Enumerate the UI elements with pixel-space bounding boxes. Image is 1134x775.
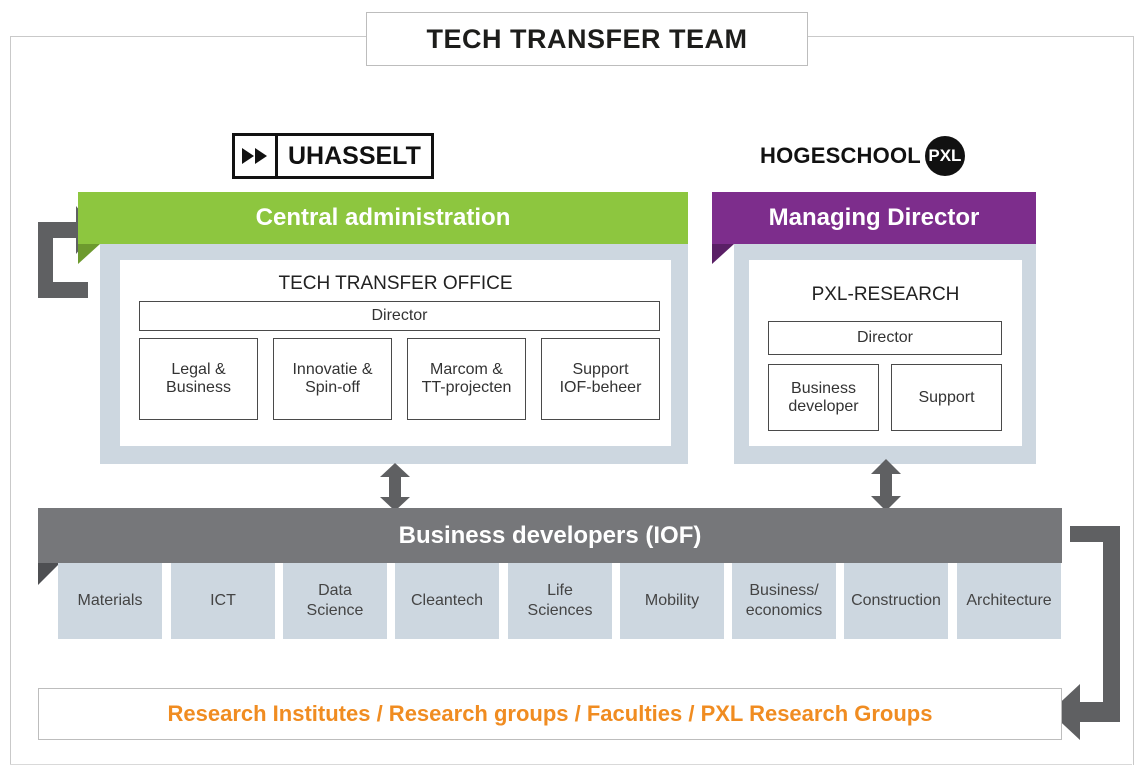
- uhasselt-logo: UHASSELT: [232, 133, 434, 179]
- unit-line-2: developer: [788, 397, 859, 415]
- diagram-title: TECH TRANSFER TEAM: [366, 12, 808, 66]
- unit-line-1: Legal &: [171, 361, 226, 378]
- domain-line-1: ICT: [210, 592, 236, 609]
- double-arrow-icon: [380, 463, 410, 511]
- domain-line-2: Science: [306, 602, 364, 619]
- domain-materials: Materials: [58, 563, 162, 639]
- pxl-research-title: PXL-RESEARCH: [811, 284, 960, 305]
- frame-bottom-line: [10, 764, 1132, 765]
- pxl-logo-text: HOGESCHOOL: [760, 143, 921, 168]
- business-developers-header: Business developers (IOF): [38, 508, 1062, 563]
- tto-unit-marcom: Marcom & TT-projecten: [407, 338, 526, 420]
- domain-line-1: Cleantech: [410, 592, 484, 609]
- fast-forward-icon: [235, 136, 278, 176]
- domain-line-1: Business/: [749, 582, 819, 599]
- unit-line-2: Business: [166, 379, 231, 396]
- central-administration-header: Central administration: [78, 192, 688, 244]
- domain-line-1: Materials: [77, 592, 143, 609]
- domain-architecture: Architecture: [957, 563, 1061, 639]
- unit-line-2: TT-projecten: [421, 379, 512, 396]
- unit-line-1: Innovatie &: [292, 361, 373, 378]
- domain-business-economics: Business/ economics: [732, 563, 836, 639]
- research-groups-bar: Research Institutes / Research groups / …: [38, 688, 1062, 740]
- tto-title: TECH TRANSFER OFFICE: [278, 273, 513, 294]
- domain-line-2: economics: [745, 602, 823, 619]
- tto-director-box: Director: [139, 301, 660, 331]
- pxl-unit-business-developer: Business developer: [768, 364, 879, 431]
- managing-director-header: Managing Director: [712, 192, 1036, 244]
- tto-unit-innovatie-spinoff: Innovatie & Spin-off: [273, 338, 392, 420]
- unit-line-1: Business: [791, 379, 856, 397]
- unit-line-2: IOF-beheer: [559, 379, 642, 396]
- domain-line-1: Mobility: [644, 592, 700, 609]
- pxl-unit-support: Support: [891, 364, 1002, 431]
- domain-line-1: Data: [318, 582, 352, 599]
- return-arrow-icon: [1050, 526, 1120, 740]
- grey-bar-fold: [38, 563, 60, 585]
- domain-line-1: Life: [547, 582, 573, 599]
- unit-line-2: Spin-off: [305, 379, 360, 396]
- domain-data-science: Data Science: [283, 563, 387, 639]
- pxl-logo-badge: PXL: [924, 136, 965, 176]
- domain-ict: ICT: [171, 563, 275, 639]
- tto-unit-legal-business: Legal & Business: [139, 338, 258, 420]
- domain-line-2: Sciences: [527, 602, 593, 619]
- domain-line-1: Architecture: [966, 592, 1052, 609]
- purple-bar-fold: [712, 244, 734, 264]
- domain-construction: Construction: [844, 563, 948, 639]
- double-arrow-icon: [871, 459, 901, 511]
- pxl-director-box: Director: [768, 321, 1002, 355]
- pxl-logo: HOGESCHOOL PXL: [760, 136, 965, 176]
- domain-life-sciences: Life Sciences: [508, 563, 612, 639]
- green-bar-fold: [78, 244, 100, 264]
- unit-line-1: Marcom &: [430, 361, 503, 378]
- domain-cleantech: Cleantech: [395, 563, 499, 639]
- domain-line-1: Construction: [851, 592, 941, 609]
- tto-unit-support-iof: Support IOF-beheer: [541, 338, 660, 420]
- domain-mobility: Mobility: [620, 563, 724, 639]
- unit-line-1: Support: [572, 361, 629, 378]
- uhasselt-logo-text: UHASSELT: [288, 141, 421, 170]
